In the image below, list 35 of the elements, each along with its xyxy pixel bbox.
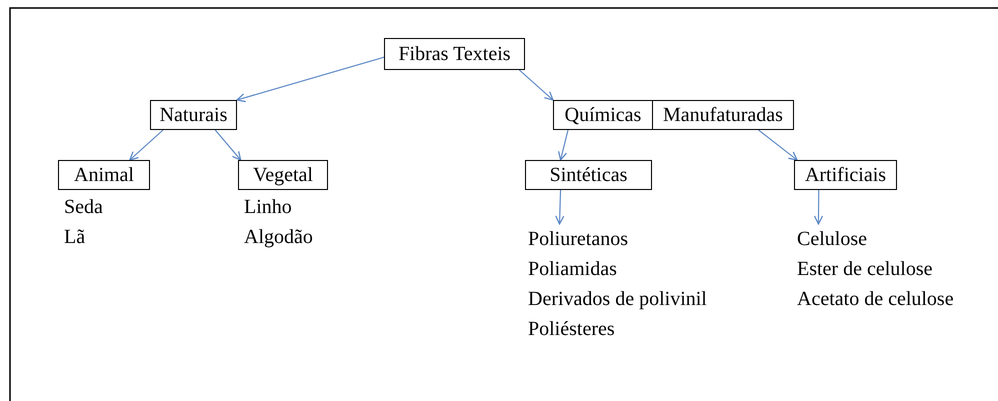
fiber-type-label: Poliamidas (528, 257, 618, 282)
fiber-type-label: Poliuretanos (528, 227, 629, 252)
fiber-type-label: Poliésteres (528, 317, 616, 342)
arrow (558, 130, 569, 161)
category-label: Animal (74, 164, 134, 186)
category-box (150, 100, 237, 130)
category-box (238, 160, 328, 190)
arrow (758, 130, 798, 161)
category-box (58, 160, 150, 190)
category-label: Naturais (160, 104, 228, 126)
fiber-type-label: Celulose (797, 227, 868, 252)
fiber-type-label: Seda (64, 195, 103, 220)
arrow (236, 56, 384, 102)
arrow (519, 70, 554, 101)
category-label: Fibras Texteis (398, 42, 511, 66)
category-box (794, 160, 897, 190)
arrow (129, 130, 164, 161)
fiber-type-label: Lã (64, 225, 86, 250)
category-label: Químicas (564, 104, 642, 126)
fiber-type-label: Linho (244, 195, 292, 220)
arrow (814, 190, 824, 225)
category-label: Manufaturadas (663, 104, 783, 126)
category-box (525, 160, 652, 190)
category-box (553, 100, 653, 130)
fiber-type-label: Algodão (244, 225, 313, 250)
category-label: Artificiais (804, 164, 886, 186)
category-label: Vegetal (253, 164, 313, 186)
fiber-type-label: Acetato de celulose (797, 287, 955, 312)
category-box (652, 100, 794, 130)
fiber-type-label: Derivados de polivinil (528, 287, 708, 312)
arrow (214, 130, 242, 161)
fiber-type-label: Ester de celulose (797, 257, 934, 282)
category-label: Sintéticas (550, 164, 628, 186)
category-box (384, 38, 525, 70)
arrow (555, 190, 564, 225)
